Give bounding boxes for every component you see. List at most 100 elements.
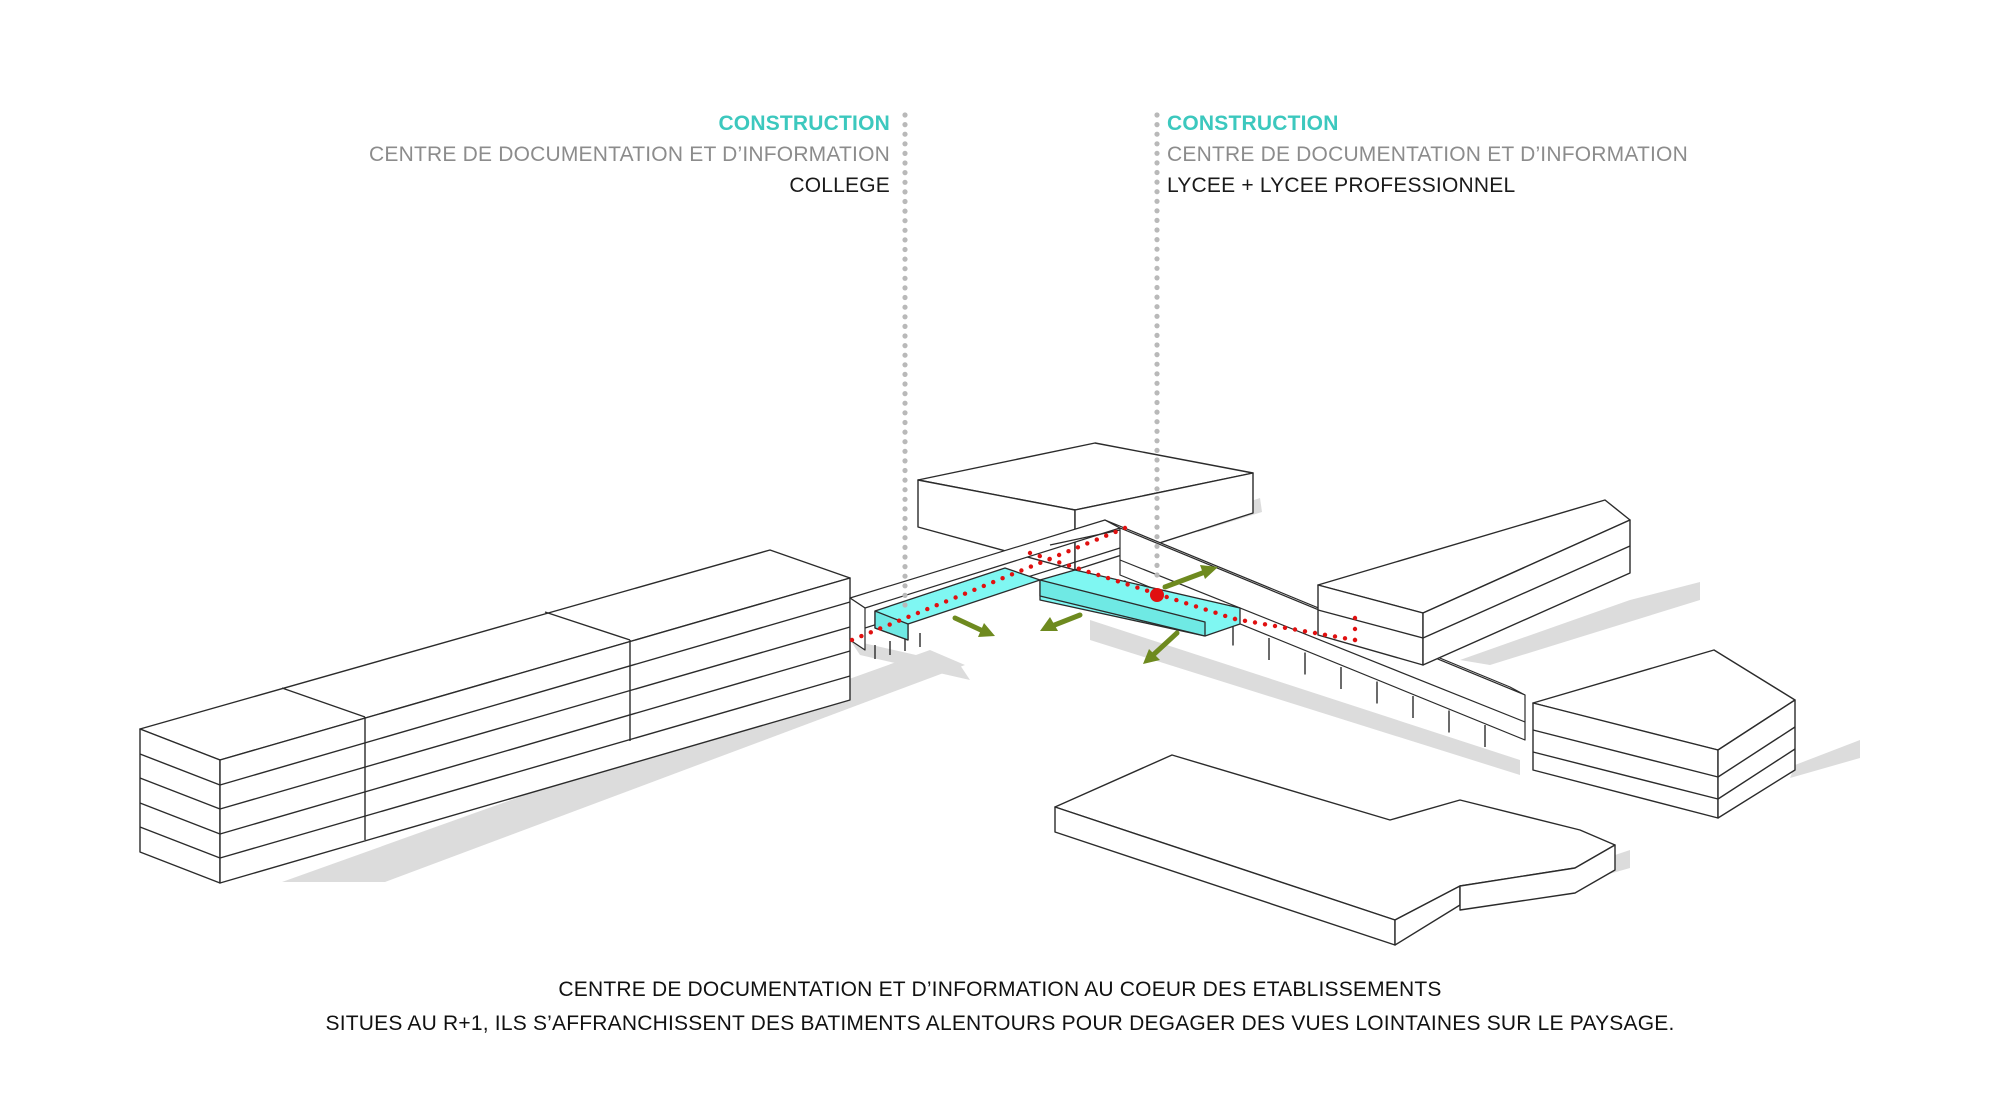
leader-dot: [902, 266, 908, 272]
leader-dot: [902, 189, 908, 195]
path-dot: [991, 579, 996, 585]
leader-dot: [902, 122, 908, 128]
leader-dot: [1154, 380, 1160, 386]
path-dot: [1302, 629, 1308, 634]
leader-dot: [902, 246, 908, 253]
leader-dot: [902, 362, 908, 368]
caption-line-1: CENTRE DE DOCUMENTATION ET D’INFORMATION…: [558, 978, 1442, 1001]
path-dot: [1352, 615, 1358, 621]
leader-dot: [1154, 112, 1160, 118]
leader-dot: [1154, 409, 1160, 415]
path-dot: [962, 591, 968, 596]
leader-dot: [1154, 399, 1160, 406]
path-dot: [1122, 525, 1128, 531]
leader-dot: [1154, 476, 1160, 482]
leader-dot: [1154, 198, 1160, 204]
leader-dot: [1154, 486, 1160, 492]
path-dot: [1242, 618, 1248, 623]
path-dot: [1352, 637, 1358, 643]
shadow-bridge-left: [850, 640, 970, 680]
new-cdi-volume: [874, 567, 1241, 641]
leader-dot: [902, 256, 908, 262]
leader-dot: [902, 583, 908, 589]
view-arrows: [952, 565, 1218, 664]
path-dot: [1000, 576, 1005, 581]
label-left-school: COLLEGE: [789, 174, 890, 197]
leader-dot: [1154, 361, 1160, 367]
path-dot: [1096, 572, 1101, 578]
leader-dot: [1154, 332, 1160, 338]
label-left-facility: CENTRE DE DOCUMENTATION ET D’INFORMATION: [369, 143, 890, 166]
path-dot: [972, 587, 977, 592]
leader-dot: [1154, 189, 1160, 195]
leader-dot: [902, 477, 908, 483]
leader-dot: [1154, 227, 1160, 233]
building-right-lower: [1532, 649, 1796, 819]
leader-dot: [902, 198, 908, 205]
path-dot: [1019, 568, 1024, 573]
path-dot: [1038, 560, 1043, 565]
path-dot: [934, 603, 939, 608]
label-right-facility: CENTRE DE DOCUMENTATION ET D’INFORMATION: [1167, 143, 1688, 166]
path-dot: [981, 583, 986, 589]
leader-dot: [902, 429, 908, 435]
leader-dot: [902, 544, 908, 551]
leader-dot: [1154, 553, 1160, 559]
path-dot: [1066, 549, 1071, 554]
path-dot: [1115, 579, 1121, 584]
leader-dot: [1154, 150, 1160, 156]
path-dot: [953, 595, 958, 600]
leader-dot: [902, 218, 908, 224]
leader-dot: [902, 458, 908, 464]
leader-dot: [1154, 428, 1160, 434]
path-dot: [1028, 564, 1034, 569]
path-dot: [1076, 566, 1082, 571]
leader-dot: [1154, 572, 1160, 578]
leader-dot: [902, 237, 908, 243]
leader-dot: [1154, 438, 1160, 444]
path-dot: [1282, 625, 1288, 630]
path-dot: [1342, 636, 1348, 641]
leader-dot: [902, 141, 908, 147]
path-dot: [1086, 569, 1091, 575]
leader-dot: [1154, 284, 1160, 291]
leader-dot: [1154, 208, 1160, 214]
walkway-left-side: [849, 597, 866, 651]
leader-dot: [902, 227, 908, 233]
path-dot: [1125, 582, 1130, 587]
leader-line-left: [902, 112, 908, 608]
path-dot: [1322, 632, 1328, 637]
leader-dot: [1154, 514, 1160, 521]
path-dot: [915, 610, 921, 616]
leader-dot: [902, 515, 908, 522]
path-dot: [887, 622, 892, 627]
leader-dot: [902, 496, 908, 502]
leader-dot: [902, 554, 908, 560]
leader-dot: [902, 304, 908, 310]
arrow-icon: [952, 615, 995, 637]
shadow-bridge-right: [1090, 620, 1520, 775]
path-dot: [1232, 616, 1238, 622]
leader-dot: [902, 400, 908, 406]
label-left-kind: CONSTRUCTION: [718, 108, 890, 139]
leader-dot: [902, 525, 908, 531]
arrow-icon: [1040, 612, 1083, 631]
leader-dot: [1154, 265, 1160, 271]
leader-dot: [902, 535, 908, 541]
leader-dot: [902, 381, 908, 387]
focus-dot-icon: [1150, 588, 1164, 602]
leader-dot: [902, 602, 908, 608]
leader-dot: [1154, 131, 1160, 137]
path-dot: [943, 599, 949, 604]
leader-dot: [902, 170, 908, 176]
label-right-kind-text: CONSTRUCTION: [1167, 112, 1339, 135]
leader-dot: [1154, 505, 1160, 511]
leader-dot: [902, 333, 908, 339]
path-dot: [925, 606, 930, 612]
label-right-school: LYCEE + LYCEE PROFESSIONNEL: [1167, 174, 1516, 197]
leader-dot: [902, 506, 908, 512]
path-dot: [1144, 588, 1150, 593]
building-left-long-face: [219, 577, 851, 884]
leader-dot: [1154, 352, 1160, 358]
leader-dot: [902, 131, 908, 137]
